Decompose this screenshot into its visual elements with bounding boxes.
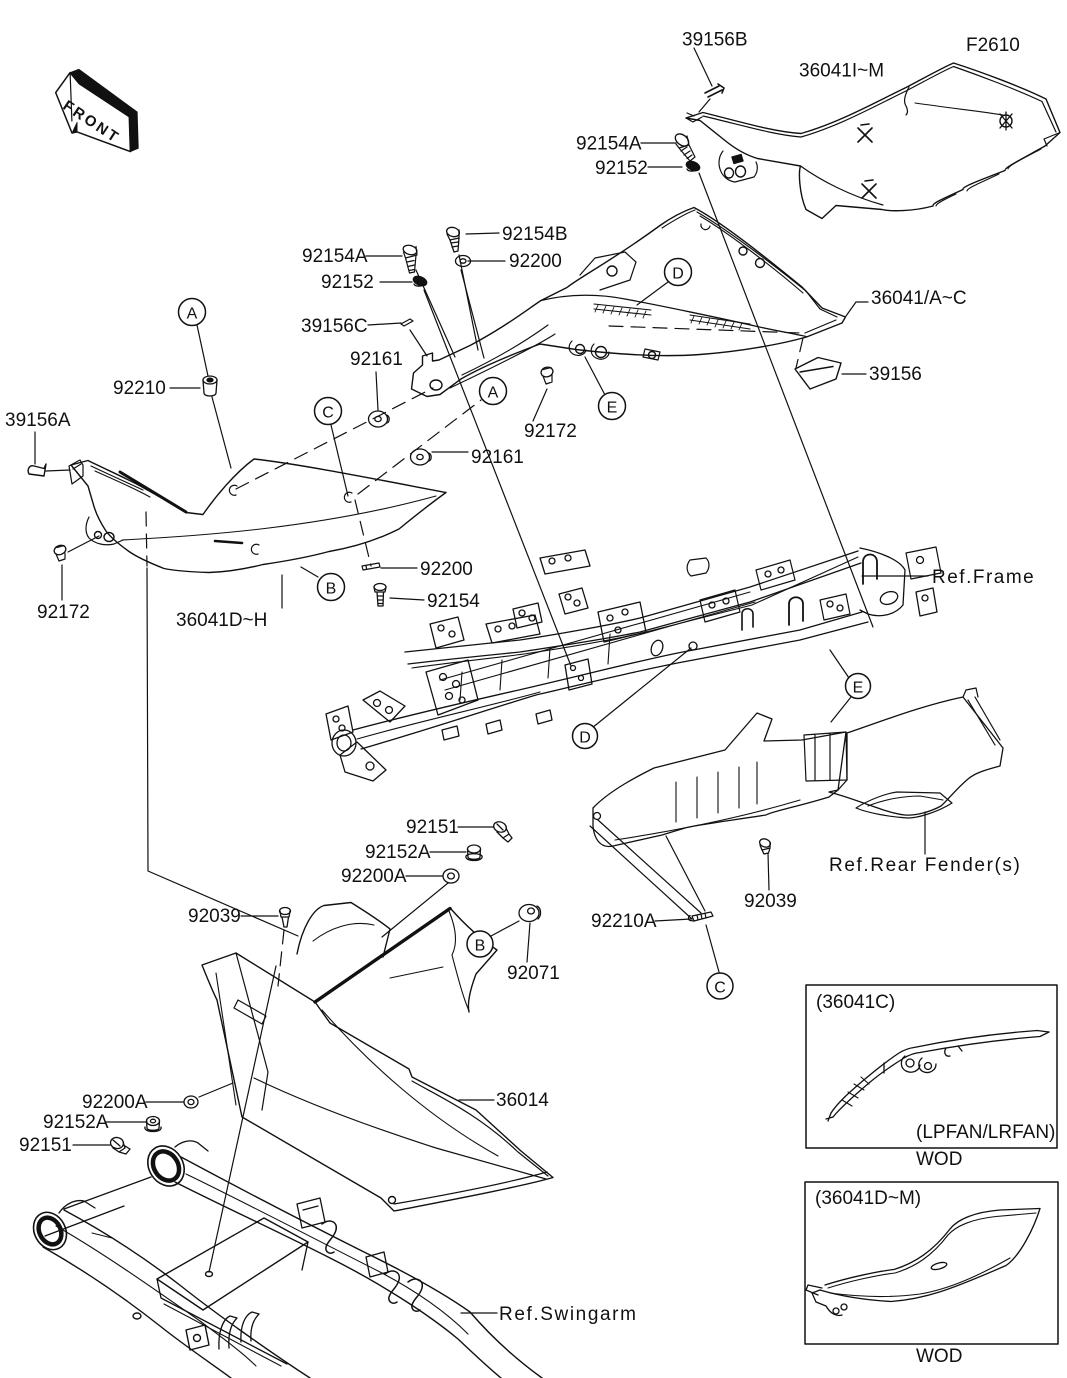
svg-text:39156B: 39156B bbox=[682, 30, 748, 51]
svg-text:E: E bbox=[853, 680, 864, 697]
svg-text:92200: 92200 bbox=[420, 559, 473, 580]
svg-text:92039: 92039 bbox=[188, 906, 241, 927]
svg-text:WOD: WOD bbox=[916, 1149, 962, 1170]
svg-text:92161: 92161 bbox=[471, 447, 524, 468]
svg-text:92210: 92210 bbox=[113, 378, 166, 399]
svg-text:92154: 92154 bbox=[427, 591, 480, 612]
svg-text:92200: 92200 bbox=[509, 251, 562, 272]
svg-text:39156A: 39156A bbox=[5, 410, 71, 431]
svg-text:92152: 92152 bbox=[321, 272, 374, 293]
svg-text:92039: 92039 bbox=[744, 891, 797, 912]
svg-text:92172: 92172 bbox=[524, 421, 577, 442]
svg-text:92152A: 92152A bbox=[43, 1112, 109, 1133]
svg-text:92200A: 92200A bbox=[341, 866, 407, 887]
svg-text:92200A: 92200A bbox=[82, 1092, 148, 1113]
svg-text:Ref.Rear Fender(s): Ref.Rear Fender(s) bbox=[829, 855, 1021, 876]
svg-text:36041D~H: 36041D~H bbox=[176, 610, 267, 631]
svg-text:92151: 92151 bbox=[19, 1135, 72, 1156]
svg-text:92152: 92152 bbox=[595, 158, 648, 179]
svg-text:C: C bbox=[322, 405, 334, 422]
svg-text:36014: 36014 bbox=[496, 1090, 549, 1111]
svg-text:D: D bbox=[579, 730, 591, 747]
svg-text:92210A: 92210A bbox=[591, 911, 657, 932]
svg-text:92071: 92071 bbox=[507, 963, 560, 984]
svg-text:(36041C): (36041C) bbox=[816, 992, 895, 1013]
svg-text:92172: 92172 bbox=[37, 602, 90, 623]
svg-text:C: C bbox=[714, 980, 726, 997]
svg-text:A: A bbox=[488, 385, 499, 402]
svg-text:36041I~M: 36041I~M bbox=[799, 61, 884, 82]
svg-text:39156: 39156 bbox=[869, 364, 922, 385]
svg-text:(36041D~M): (36041D~M) bbox=[815, 1188, 921, 1209]
svg-text:WOD: WOD bbox=[916, 1346, 962, 1367]
svg-text:B: B bbox=[475, 938, 486, 955]
svg-text:(LPFAN/LRFAN): (LPFAN/LRFAN) bbox=[916, 1122, 1055, 1143]
svg-text:D: D bbox=[672, 266, 684, 283]
svg-text:E: E bbox=[607, 400, 618, 417]
svg-text:39156C: 39156C bbox=[301, 316, 368, 337]
svg-text:92161: 92161 bbox=[350, 349, 403, 370]
svg-text:92154B: 92154B bbox=[502, 224, 568, 245]
svg-text:B: B bbox=[326, 581, 337, 598]
svg-text:92154A: 92154A bbox=[576, 134, 642, 155]
svg-text:92154A: 92154A bbox=[302, 246, 368, 267]
svg-text:Ref.Swingarm: Ref.Swingarm bbox=[499, 1304, 638, 1325]
svg-text:92152A: 92152A bbox=[365, 842, 431, 863]
svg-text:36041/A~C: 36041/A~C bbox=[871, 288, 967, 309]
svg-text:F2610: F2610 bbox=[966, 35, 1020, 56]
svg-text:Ref.Frame: Ref.Frame bbox=[932, 567, 1035, 588]
svg-text:A: A bbox=[187, 306, 198, 323]
svg-text:92151: 92151 bbox=[406, 817, 459, 838]
